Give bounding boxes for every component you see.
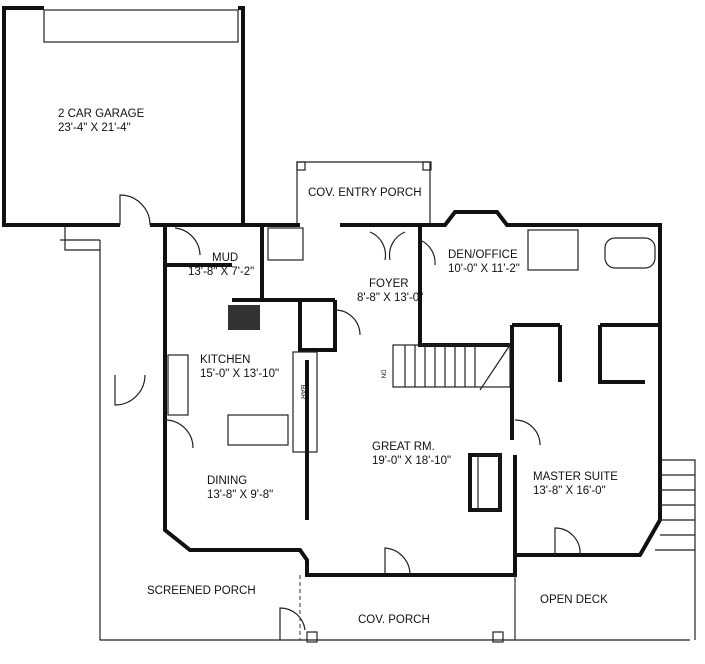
room-open-deck: OPEN DECK [540, 593, 608, 607]
room-great-room: GREAT RM. 19'-0" X 18'-10" [372, 440, 451, 468]
room-den-office: DEN/OFFICE 10'-0" X 11'-2" [448, 248, 520, 276]
room-dining: DINING 13'-8" X 9'-8" [207, 474, 273, 502]
room-cov-entry-porch: COV. ENTRY PORCH [308, 186, 422, 200]
room-name: MUD [212, 252, 239, 264]
room-size: 8'-8" X 13'-0" [357, 292, 424, 304]
doors [114, 227, 581, 640]
kitchen-fixtures [167, 227, 656, 511]
room-screened-porch: SCREENED PORCH [147, 584, 256, 598]
room-name: DINING [207, 475, 248, 487]
room-mud: MUD 13'-8" X 7'-2" [188, 251, 254, 279]
room-name: DEN/OFFICE [448, 249, 518, 261]
room-master-suite: MASTER SUITE 13'-8" X 16'-0" [533, 470, 618, 498]
stair-down-label: DN [379, 369, 386, 379]
room-cov-porch: COV. PORCH [358, 613, 430, 627]
bar-label: BAR [299, 384, 307, 400]
staircase [392, 344, 511, 391]
room-name: COV. ENTRY PORCH [308, 187, 422, 199]
room-name: FOYER [369, 278, 409, 290]
porches [60, 225, 696, 643]
room-name: OPEN DECK [540, 594, 608, 606]
room-size: 13'-8" X 16'-0" [533, 485, 606, 497]
room-name: 2 CAR GARAGE [58, 108, 145, 120]
room-kitchen: KITCHEN 15'-0" X 13'-10" [200, 353, 279, 381]
room-name: COV. PORCH [358, 614, 430, 626]
room-garage: 2 CAR GARAGE 23'-4" X 21'-4" [58, 107, 144, 135]
room-size: 23'-4" X 21'-4" [58, 122, 131, 134]
room-size: 19'-0" X 18'-10" [372, 455, 452, 467]
room-name: SCREENED PORCH [147, 585, 256, 597]
entry-porch [296, 161, 432, 225]
room-size: 10'-0" X 11'-2" [448, 263, 520, 275]
room-name: GREAT RM. [372, 441, 435, 453]
room-foyer: FOYER 8'-8" X 13'-0" [357, 277, 423, 305]
room-size: 13'-8" X 7'-2" [188, 266, 255, 278]
room-size: 13'-8" X 9'-8" [207, 489, 274, 501]
room-name: KITCHEN [200, 354, 251, 366]
room-size: 15'-0" X 13'-10" [200, 368, 280, 380]
room-name: MASTER SUITE [533, 471, 618, 483]
